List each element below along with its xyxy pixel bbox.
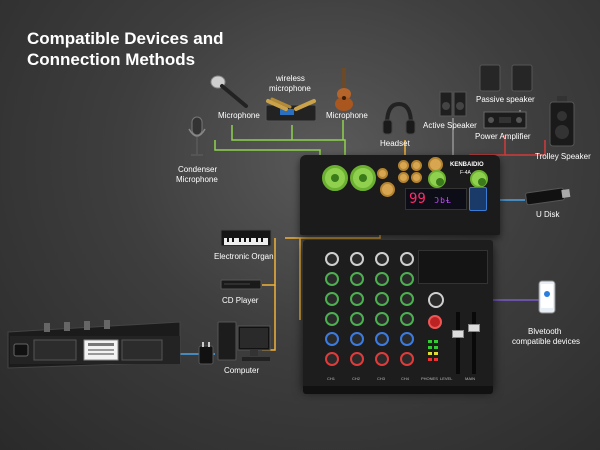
phone-icon bbox=[538, 280, 556, 314]
xlr-input-2 bbox=[350, 165, 376, 191]
pan-knob[interactable] bbox=[350, 352, 364, 366]
eq-knob[interactable] bbox=[375, 292, 389, 306]
eq-knob[interactable] bbox=[350, 312, 364, 326]
eq-knob[interactable] bbox=[325, 312, 339, 326]
display-number: 99 bbox=[409, 191, 426, 207]
mixer-brand: KENBAIDIO bbox=[450, 162, 484, 168]
main-out-right bbox=[470, 170, 488, 188]
strip-label: LEVEL bbox=[440, 376, 453, 381]
strip-label: CH1 bbox=[327, 376, 336, 381]
level-led bbox=[434, 358, 438, 361]
fader-cap[interactable] bbox=[468, 324, 480, 332]
title-line-1: Compatible Devices and bbox=[27, 29, 224, 48]
label-microphone-left: Microphone bbox=[218, 111, 260, 120]
title-line-2: Connection Methods bbox=[27, 50, 196, 69]
ukulele-icon bbox=[335, 68, 353, 111]
computer-icon bbox=[217, 321, 271, 361]
line-input-jack-large bbox=[380, 182, 395, 197]
eq-knob[interactable] bbox=[325, 292, 339, 306]
cd-player-icon bbox=[220, 279, 262, 290]
level-led bbox=[428, 358, 432, 361]
label-bluetooth-1: Blvetooth bbox=[528, 327, 562, 336]
usb-port bbox=[469, 187, 487, 211]
power-button[interactable] bbox=[428, 315, 442, 329]
level-led bbox=[428, 346, 432, 349]
eq-knob[interactable] bbox=[400, 312, 414, 326]
eq-knob[interactable] bbox=[350, 272, 364, 286]
strip-label: CH4 bbox=[401, 376, 410, 381]
eq-knob[interactable] bbox=[350, 292, 364, 306]
level-led bbox=[428, 340, 432, 343]
label-headset: Headset bbox=[380, 139, 410, 148]
strip-label: MAIN bbox=[465, 376, 475, 381]
aux-knob[interactable] bbox=[375, 332, 389, 346]
power-adapter-icon bbox=[198, 342, 214, 365]
mixer-side-view bbox=[7, 320, 181, 369]
level-led bbox=[434, 352, 438, 355]
rca-jack bbox=[398, 160, 409, 171]
phones-knob[interactable] bbox=[428, 292, 444, 308]
rca-jack bbox=[398, 172, 409, 183]
condenser-microphone-icon bbox=[188, 116, 206, 156]
electronic-organ-icon bbox=[220, 229, 272, 247]
strip-label: PHONES bbox=[421, 376, 438, 381]
power-amplifier-icon bbox=[483, 111, 527, 129]
level-led bbox=[428, 352, 432, 355]
aux-knob[interactable] bbox=[400, 332, 414, 346]
eq-knob[interactable] bbox=[400, 292, 414, 306]
label-bluetooth-2: compatible devices bbox=[512, 337, 581, 346]
display-text: ƆbȽ bbox=[434, 196, 452, 205]
trolley-speaker-icon bbox=[549, 96, 575, 147]
eq-knob[interactable] bbox=[325, 272, 339, 286]
fader-slot bbox=[456, 312, 460, 374]
label-microphone-right: Microphone bbox=[326, 111, 368, 120]
mixer-display: 99 ƆbȽ bbox=[405, 188, 467, 210]
page-title: Compatible Devices and Connection Method… bbox=[27, 28, 224, 70]
line-input-jack bbox=[377, 168, 388, 179]
label-cd-player: CD Player bbox=[222, 296, 259, 305]
label-passive-speaker: Passive speaker bbox=[476, 95, 535, 104]
mixer-model: F-4A bbox=[460, 170, 471, 176]
eq-knob[interactable] bbox=[375, 312, 389, 326]
u-disk-icon bbox=[525, 187, 571, 205]
gain-knob[interactable] bbox=[375, 252, 389, 266]
label-computer: Computer bbox=[224, 366, 260, 375]
aux-knob[interactable] bbox=[325, 332, 339, 346]
label-wireless-2: microphone bbox=[269, 84, 311, 93]
gain-knob[interactable] bbox=[400, 252, 414, 266]
passive-speaker-icon bbox=[479, 64, 533, 92]
fader-slot bbox=[472, 312, 476, 374]
main-out-left bbox=[428, 170, 446, 188]
label-u-disk: U Disk bbox=[536, 210, 560, 219]
active-speaker-icon bbox=[439, 91, 467, 117]
label-power-amplifier: Power Amplifier bbox=[475, 132, 531, 141]
level-led bbox=[434, 346, 438, 349]
gain-knob[interactable] bbox=[350, 252, 364, 266]
aux-knob[interactable] bbox=[350, 332, 364, 346]
pan-knob[interactable] bbox=[375, 352, 389, 366]
fader-cap[interactable] bbox=[452, 330, 464, 338]
label-active-speaker: Active Speaker bbox=[423, 121, 477, 130]
strip-label: CH3 bbox=[377, 376, 386, 381]
microphone-icon bbox=[210, 75, 248, 108]
rca-jack bbox=[411, 160, 422, 171]
pan-knob[interactable] bbox=[325, 352, 339, 366]
rca-jack bbox=[411, 172, 422, 183]
label-condenser-2: Microphone bbox=[176, 175, 218, 184]
headset-icon bbox=[382, 102, 416, 135]
label-trolley-speaker: Trolley Speaker bbox=[535, 152, 591, 161]
label-wireless-1: wireless bbox=[276, 74, 305, 83]
label-condenser-1: Condenser bbox=[178, 165, 218, 174]
mixer-base bbox=[303, 386, 493, 394]
gain-knob[interactable] bbox=[325, 252, 339, 266]
eq-knob[interactable] bbox=[400, 272, 414, 286]
level-led bbox=[434, 340, 438, 343]
strip-label: CH2 bbox=[352, 376, 361, 381]
label-electronic-organ: Electronic Organ bbox=[214, 252, 274, 261]
wireless-microphone-icon bbox=[265, 97, 317, 122]
eq-knob[interactable] bbox=[375, 272, 389, 286]
pan-knob[interactable] bbox=[400, 352, 414, 366]
xlr-input-1 bbox=[322, 165, 348, 191]
graphic-eq bbox=[418, 250, 488, 284]
